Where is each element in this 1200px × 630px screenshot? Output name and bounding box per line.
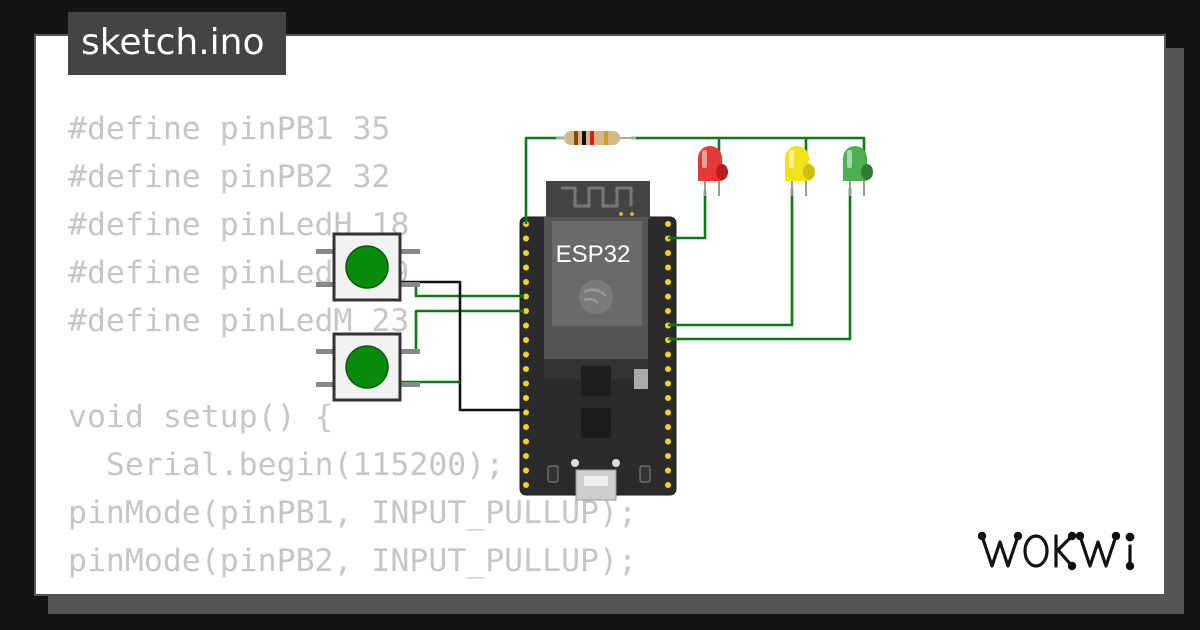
header-pin[interactable] [523,467,529,474]
code-line: #define pinPB2 32 [68,159,391,195]
espressif-icon [579,280,613,314]
header-pin[interactable] [665,308,671,314]
header-pin[interactable] [523,453,529,459]
header-pin[interactable] [523,395,529,401]
file-tab-label: sketch.ino [81,22,265,63]
header-pin[interactable] [523,380,529,387]
header-pin[interactable] [665,250,671,256]
preview-card: #define pinPB1 35 #define pinPB2 32 #def… [34,34,1166,596]
led-green[interactable] [843,146,873,196]
header-pin[interactable] [523,337,529,343]
push-button-2[interactable] [316,332,420,402]
en-button[interactable] [547,465,559,483]
code-line: void setup() { [68,399,334,435]
code-line: pinMode(pinLedH, OUTPUT); [68,591,542,594]
header-pin[interactable] [665,380,671,387]
header-pin[interactable] [523,424,529,430]
esp32-board[interactable]: ESP32 [519,181,677,501]
header-pin[interactable] [665,467,671,474]
led-yellow[interactable] [785,146,815,196]
code-line: #define pinPB1 35 [68,111,391,147]
header-pin[interactable] [665,453,671,459]
pin-header-left [523,221,529,488]
header-pin[interactable] [665,264,671,271]
code-line: pinMode(pinPB2, INPUT_PULLUP); [68,543,637,579]
led-red[interactable] [698,146,728,196]
pin-header-right [665,221,671,488]
header-pin[interactable] [523,264,529,271]
header-pin[interactable] [665,221,671,227]
header-pin[interactable] [665,395,671,401]
header-pin[interactable] [523,250,529,256]
resistor[interactable] [556,131,636,145]
header-pin[interactable] [665,438,671,445]
header-pin[interactable] [665,293,671,300]
header-pin[interactable] [665,351,671,358]
header-pin[interactable] [523,366,529,372]
circuit-diagram: ESP32 [316,131,873,501]
file-tab[interactable]: sketch.ino [68,12,286,75]
header-pin[interactable] [523,322,529,329]
header-pin[interactable] [523,409,529,416]
code-line: Serial.begin(115200); [68,447,505,483]
boot-button[interactable] [639,465,651,483]
header-pin[interactable] [665,409,671,416]
header-pin[interactable] [523,308,529,314]
header-pin[interactable] [523,279,529,285]
wokwi-logo [978,531,1135,571]
header-pin[interactable] [523,351,529,358]
header-pin[interactable] [523,235,529,242]
board-label: ESP32 [556,241,631,268]
header-pin[interactable] [523,438,529,445]
header-pin[interactable] [665,482,671,488]
header-pin[interactable] [665,366,671,372]
usb-chip [581,408,611,438]
code-line: pinMode(pinPB1, INPUT_PULLUP); [68,495,637,531]
header-pin[interactable] [665,279,671,285]
header-pin[interactable] [523,482,529,488]
header-pin[interactable] [665,424,671,430]
header-pin[interactable] [523,293,529,300]
push-button-1[interactable] [316,232,420,302]
